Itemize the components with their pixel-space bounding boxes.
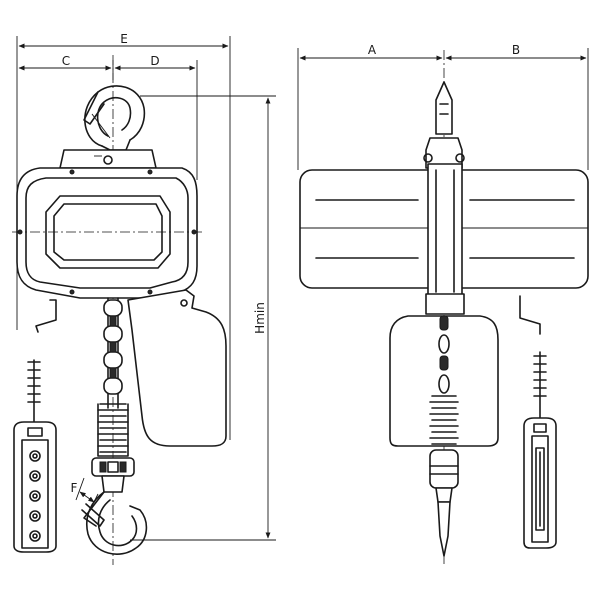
pendant-cable-break-right <box>519 295 541 335</box>
pendant-cable-break-left <box>35 299 57 333</box>
front-view: E C D <box>12 32 276 565</box>
dimension-c-label: C <box>62 54 70 68</box>
dimension-hmin: Hmin <box>130 95 276 541</box>
dimension-d-label: D <box>150 54 159 68</box>
side-view: A B <box>297 43 589 565</box>
dimension-e: E <box>16 32 231 440</box>
dimension-a-label: A <box>368 43 377 57</box>
top-plate-bolt <box>103 155 113 165</box>
spring-buffer <box>97 403 129 457</box>
chain-bag-side <box>389 315 499 447</box>
dimension-e-label: E <box>120 32 128 46</box>
top-hook-side <box>423 81 465 169</box>
dimension-a-b: A B <box>297 43 589 170</box>
dimension-b-label: B <box>512 43 520 57</box>
dimension-c-d: C D <box>18 54 198 180</box>
dimension-hmin-label: Hmin <box>253 302 267 334</box>
load-chain-side <box>438 315 450 394</box>
hook-block <box>91 457 135 493</box>
hoist-housing <box>16 167 198 299</box>
load-chain <box>103 297 123 409</box>
pendant-control-front <box>13 421 57 553</box>
hook-block-side <box>429 449 459 557</box>
chain-bag <box>127 289 227 447</box>
spring-buffer-side <box>429 395 459 445</box>
center-frame <box>425 163 465 315</box>
dimension-f: F <box>71 477 99 515</box>
pendant-control-side <box>523 417 557 549</box>
top-plate <box>59 149 157 169</box>
dimension-f-label: F <box>71 481 78 495</box>
top-hook <box>83 85 146 151</box>
bottom-hook <box>81 491 148 555</box>
